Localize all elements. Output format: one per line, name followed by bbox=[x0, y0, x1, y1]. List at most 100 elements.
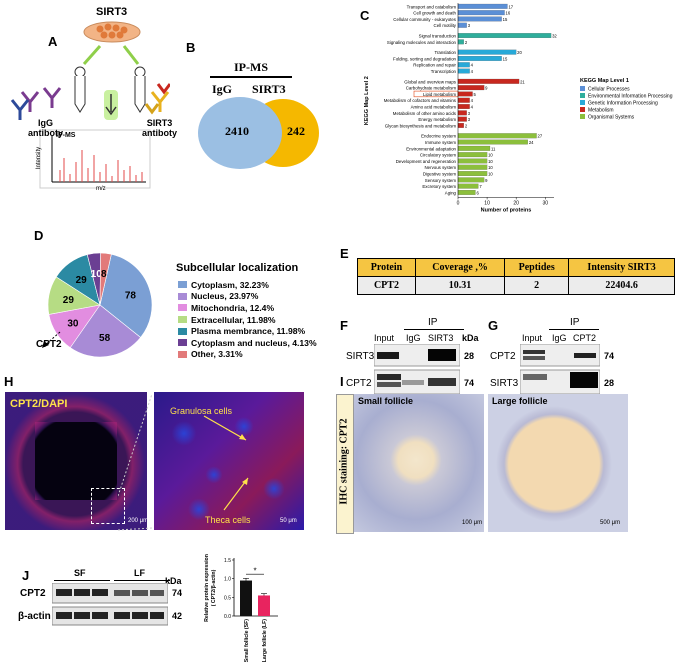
pie-cpt2-label: CPT2 bbox=[36, 339, 62, 350]
panel-b-label: B bbox=[186, 40, 196, 55]
kegg-category-label: Digestive system bbox=[423, 172, 457, 177]
ms-xlabel: m/z bbox=[96, 186, 106, 192]
kegg-category-label: Energy metabolism bbox=[418, 117, 456, 122]
kegg-value-label: 4 bbox=[471, 63, 474, 68]
panel-c-label: C bbox=[360, 8, 370, 23]
blot-f-image bbox=[374, 344, 460, 395]
kegg-value-label: 10 bbox=[488, 153, 493, 158]
table-cell: 22404.6 bbox=[568, 276, 675, 295]
kegg-category-label: Transcription bbox=[431, 69, 457, 74]
blot-f-lane: IgG bbox=[406, 333, 421, 343]
panel-j-label: J bbox=[22, 568, 30, 583]
kegg-bar bbox=[457, 116, 467, 122]
kegg-bar bbox=[457, 183, 479, 189]
kegg-bar bbox=[457, 10, 505, 16]
kegg-x-tick-label: 0 bbox=[457, 200, 460, 206]
pie-legend-swatch bbox=[178, 327, 187, 335]
panel-g-label: G bbox=[488, 318, 499, 333]
blot-j-kda-value: 74 bbox=[172, 588, 183, 598]
pie-legend-title: Subcellular localization bbox=[176, 262, 299, 274]
kegg-category-label: Endocrine system bbox=[421, 134, 456, 139]
kegg-category-label: Lipid metabolism bbox=[423, 92, 456, 97]
kegg-value-label: 4 bbox=[471, 69, 474, 74]
pie-legend-text: Cytoplasm, 32.23% bbox=[191, 279, 269, 290]
j-bar bbox=[240, 580, 252, 616]
j-y-label: Relative protein expression bbox=[204, 554, 210, 622]
blot-f-kda-value: 28 bbox=[464, 351, 475, 361]
pie-legend-swatch bbox=[178, 281, 187, 289]
venn-left-value: 2410 bbox=[225, 124, 249, 138]
venn-left-head: IgG bbox=[212, 82, 233, 96]
kegg-bar bbox=[457, 177, 485, 183]
pie-legend-item: Extracellular, 11.98% bbox=[178, 314, 317, 326]
kegg-category-label: Glycan biosynthesis and metabolism bbox=[385, 123, 457, 128]
blot-j-kda: kDa bbox=[165, 576, 182, 586]
kegg-x-tick-label: 30 bbox=[542, 200, 548, 206]
kegg-category-label: Carbohydrate metabolism bbox=[406, 86, 457, 91]
blot-j-row-label: β-actin bbox=[18, 611, 51, 622]
panel-e-label: E bbox=[340, 246, 349, 261]
kegg-bar bbox=[457, 171, 488, 176]
kegg-value-label: 17 bbox=[508, 4, 513, 9]
cpt2-arrow-head bbox=[42, 341, 49, 348]
kegg-category-label: Aging bbox=[445, 190, 457, 195]
j-sig-label: * bbox=[253, 566, 256, 575]
j-bar bbox=[258, 595, 270, 616]
venn-title-line bbox=[210, 76, 292, 78]
kegg-value-label: 9 bbox=[485, 178, 488, 183]
blot-g-kda-value: 28 bbox=[604, 378, 615, 388]
kegg-value-label: 2 bbox=[465, 123, 468, 128]
pie-legend-text: Nucleus, 23.97% bbox=[191, 291, 259, 302]
pie-legend-item: Other, 3.31% bbox=[178, 349, 317, 361]
fluorescence-overview-image bbox=[5, 392, 147, 530]
kegg-category-label: Metabolism of other amino acids bbox=[393, 111, 457, 116]
zoom-dash-lines bbox=[118, 393, 153, 531]
kegg-value-label: 16 bbox=[506, 11, 511, 16]
pie-legend-text: Plasma membrance, 11.98% bbox=[191, 326, 306, 337]
blot-f-lane: Input bbox=[374, 333, 395, 343]
table-header: Peptides bbox=[504, 258, 570, 277]
blot-g-lane: Input bbox=[522, 333, 543, 343]
kegg-value-label: 3 bbox=[468, 111, 471, 116]
kegg-legend-item: Cellular Processes bbox=[588, 87, 630, 93]
blot-f-row-label: CPT2 bbox=[346, 378, 372, 389]
kegg-legend-swatch bbox=[580, 93, 585, 98]
pie-legend-swatch bbox=[178, 304, 187, 312]
kegg-value-label: 9 bbox=[485, 86, 488, 91]
kegg-category-label: Development and regeneration bbox=[396, 159, 457, 164]
pie-value-label: 78 bbox=[125, 290, 137, 301]
kegg-bar bbox=[457, 158, 488, 164]
kegg-category-label: Environmental adaptation bbox=[406, 146, 456, 151]
venn-right-head: SIRT3 bbox=[252, 82, 286, 96]
panel-d-label: D bbox=[34, 228, 44, 243]
j-y-tick-label: 1.0 bbox=[224, 577, 231, 583]
fluorescence-scale-right: 50 μm bbox=[280, 518, 297, 524]
ms-title: IP-MS bbox=[56, 132, 76, 139]
panel-a-label: A bbox=[48, 34, 58, 49]
kegg-category-label: Sensory system bbox=[425, 178, 457, 183]
pie-legend-text: Other, 3.31% bbox=[191, 349, 243, 360]
table-header: Intensity SIRT3 bbox=[568, 258, 675, 277]
pie-legend-swatch bbox=[178, 350, 187, 358]
kegg-value-label: 15 bbox=[503, 17, 508, 22]
kegg-bar bbox=[457, 97, 470, 103]
blot-g-kda-value: 74 bbox=[604, 351, 615, 361]
kegg-bar bbox=[457, 139, 528, 145]
kegg-value-label: 4 bbox=[471, 98, 474, 103]
kegg-value-label: 4 bbox=[471, 105, 474, 110]
pie-legend: Cytoplasm, 32.23%Nucleus, 23.97%Mitochon… bbox=[178, 279, 317, 360]
granulosa-label: Granulosa cells bbox=[170, 406, 233, 416]
kegg-category-label: Nervous system bbox=[425, 165, 457, 170]
ihc-scale-left: 100 μm bbox=[462, 520, 483, 526]
kegg-category-label: Replication and repair bbox=[413, 63, 456, 68]
table-cell: 10.31 bbox=[414, 276, 506, 295]
kegg-bar bbox=[457, 49, 517, 55]
kegg-bar bbox=[457, 3, 508, 9]
kegg-value-label: 10 bbox=[488, 159, 493, 164]
kegg-category-label: Global and overview maps bbox=[404, 79, 457, 84]
panel-h-label: H bbox=[4, 374, 14, 389]
ihc-large-follicle-image bbox=[488, 394, 628, 532]
kegg-value-label: 20 bbox=[517, 50, 522, 55]
